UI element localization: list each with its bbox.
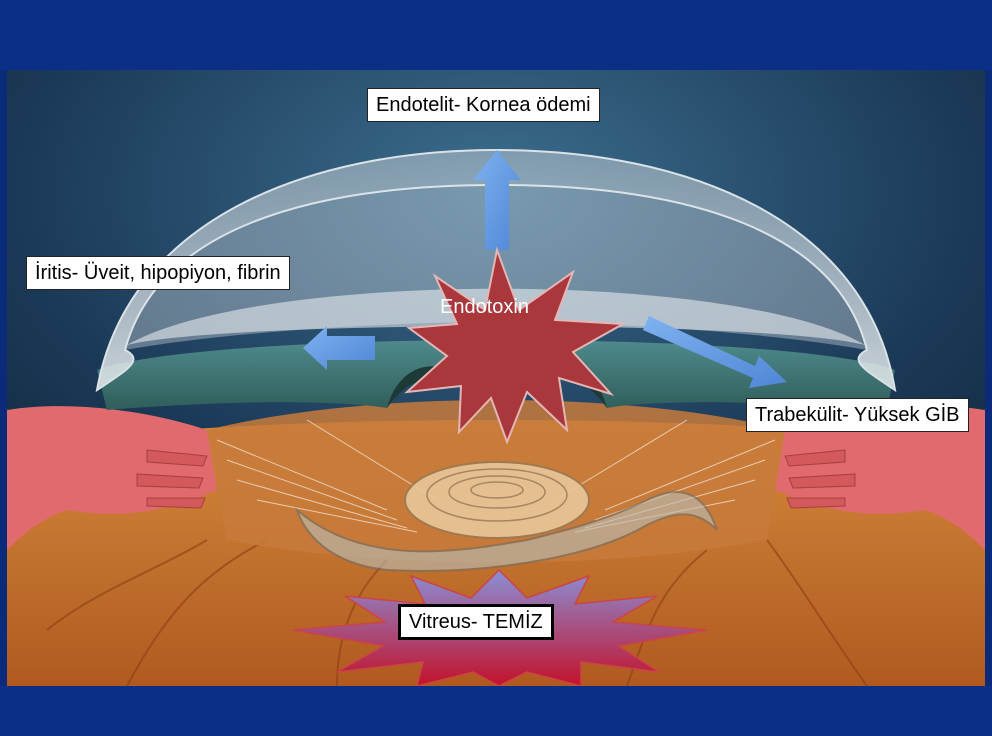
eye-illustration bbox=[7, 70, 985, 686]
iritis-label: İritis- Üveit, hipopiyon, fibrin bbox=[26, 256, 290, 290]
vitreus-label: Vitreus- TEMİZ bbox=[398, 604, 554, 640]
top-band bbox=[0, 0, 992, 70]
trabekulit-label: Trabekülit- Yüksek GİB bbox=[746, 398, 969, 432]
endotoxin-label: Endotoxin bbox=[440, 296, 529, 319]
endotelit-label: Endotelit- Kornea ödemi bbox=[367, 88, 600, 122]
bottom-band bbox=[0, 686, 992, 736]
